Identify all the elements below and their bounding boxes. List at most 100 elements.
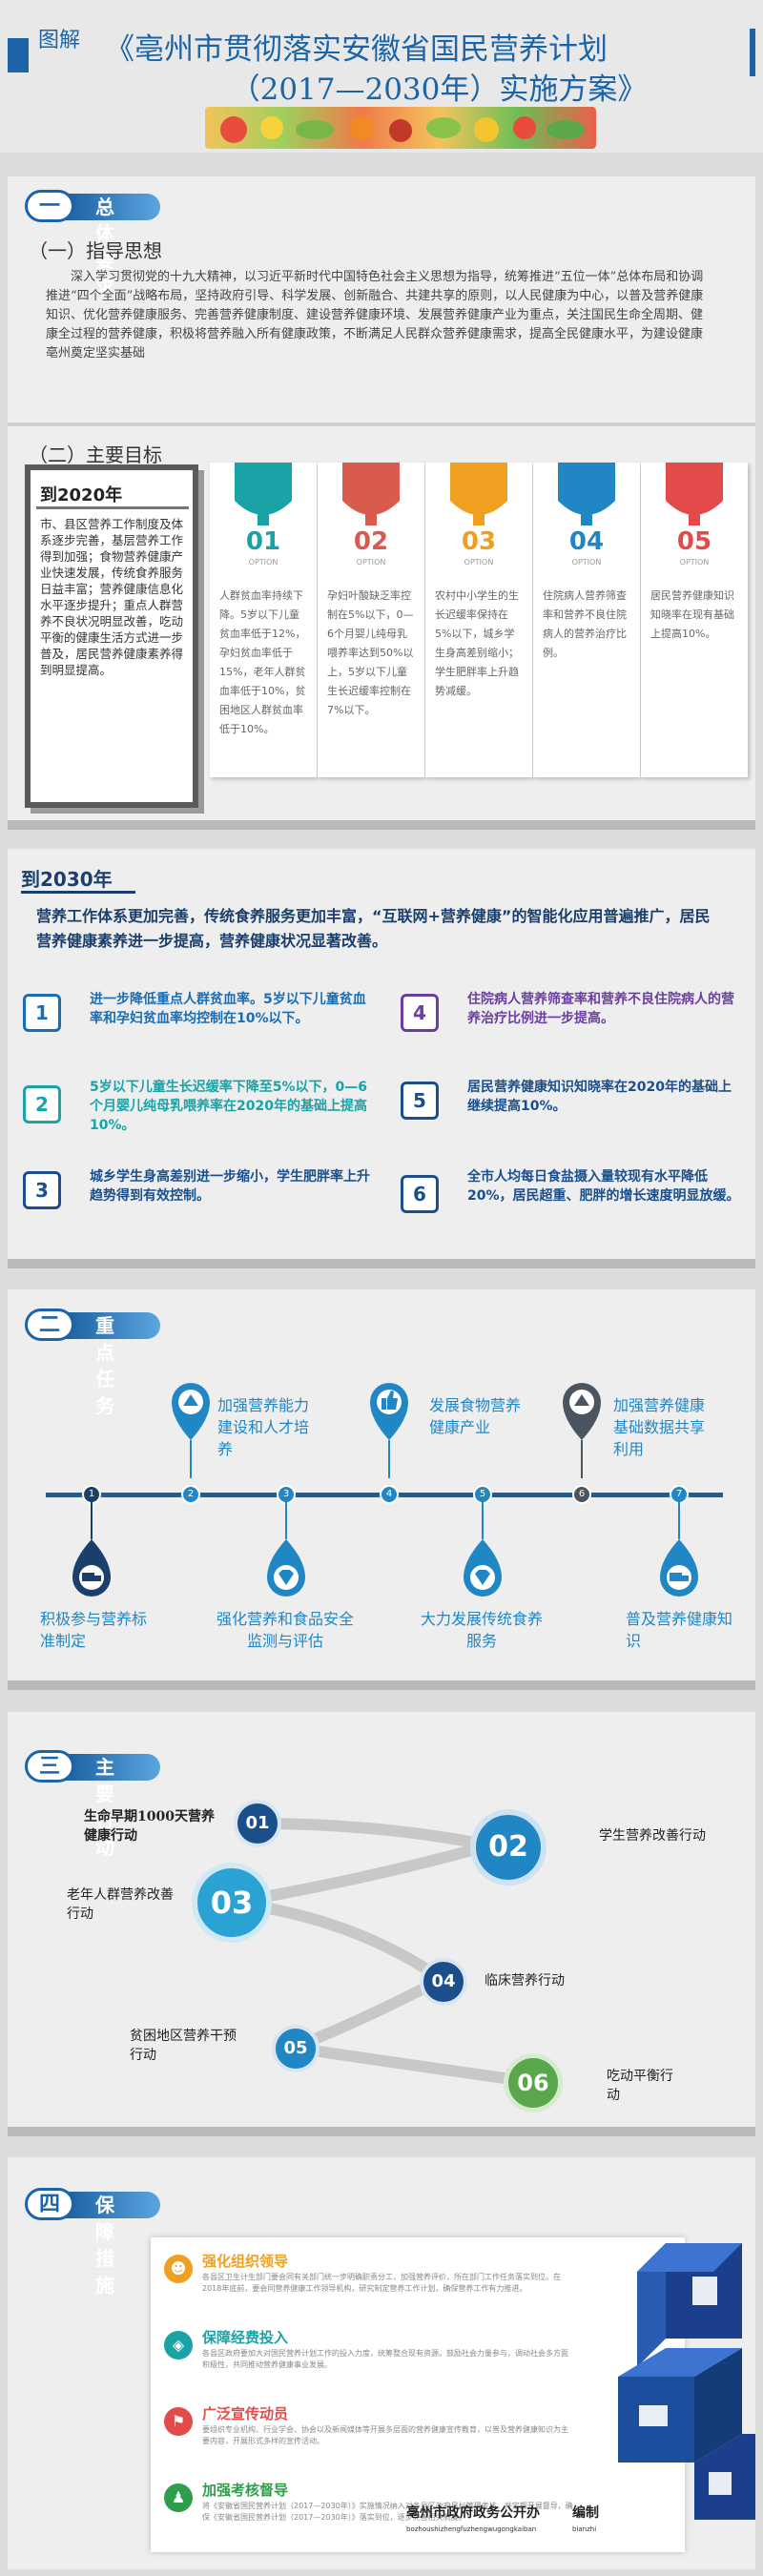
measure-title: 强化组织领导	[202, 2253, 289, 2270]
options-row: 01 OPTION 人群贫血率持续下降。5岁以下儿童贫血率低于12%，孕妇贫血率…	[210, 463, 749, 787]
timeline-dot: 6	[572, 1485, 591, 1504]
section-main-actions: 主要行动 三 01 生命早期1000天营养健康行动 02 学生营养改善行动 03…	[8, 1712, 755, 2136]
top-task-label: 加强营养能力建设和人才培养	[217, 1396, 310, 1458]
item-number-box: 1	[23, 994, 61, 1032]
truck-pin-icon	[660, 1501, 698, 1597]
option-word: OPTION	[248, 558, 278, 567]
option-card: 05 OPTION 居民营养健康知识知晓率在现有基础上提高10%。	[641, 463, 748, 777]
action-circle: 04	[420, 1958, 467, 2006]
action-number: 06	[517, 2070, 549, 2096]
cubes-illustration-icon	[618, 2243, 755, 2520]
section-goal-2030: 到2030年 营养工作体系更加完善，传统食养服务更加丰富，“互联网+营养健康”的…	[8, 849, 755, 1268]
measure-desc: 将《安徽省国民营养计划（2017—2030年）》实施情况纳入对各县区政府目标管理…	[202, 2502, 573, 2522]
option-card: 02 OPTION 孕妇叶酸缺乏率控制在5%以下，0—6个月婴儿纯母乳喂养率达到…	[318, 463, 424, 777]
timeline-num: 5	[479, 1489, 486, 1499]
main-goals-title: （二）主要目标	[29, 443, 162, 466]
food-illustration-icon	[220, 115, 585, 143]
section4-number: 四	[25, 2188, 74, 2220]
item-number-box: 5	[401, 1082, 439, 1120]
option-text: 居民营养健康知识知晓率在现有基础上提高10%。	[650, 589, 734, 640]
goal-2030-underline	[21, 891, 135, 894]
measure-item: ♟ 加强考核督导 将《安徽省国民营养计划（2017—2030年）》实施情况纳入对…	[164, 2480, 574, 2546]
item-number: 3	[35, 1179, 49, 1202]
option-ribbon-icon	[235, 463, 292, 526]
action-label: 临床营养行动	[485, 1973, 565, 1989]
page-title-line2: （2017—2030年）实施方案》	[230, 72, 648, 107]
goal-2020-card: 到2020年 市、县区营养工作制度及体系逐步完善，基层营养工作得到加强；食物营养…	[25, 464, 198, 808]
building-icon: ⚑	[164, 2407, 193, 2436]
timeline-dot: 4	[380, 1485, 399, 1504]
diamond-pin-icon	[267, 1501, 305, 1597]
item-number-box: 3	[23, 1171, 61, 1209]
option-card: 01 OPTION 人群贫血率持续下降。5岁以下儿童贫血率低于12%，孕妇贫血率…	[210, 463, 317, 777]
timeline-num: 7	[675, 1489, 683, 1499]
option-ribbon-icon	[342, 463, 400, 526]
section1-title: 总体要求	[63, 194, 160, 299]
section-general-requirements: 总体要求 一 （一）指导思想 深入学习贯彻党的十九大精神，以习近平新时代中国特色…	[8, 176, 755, 830]
action-circle: 06	[504, 2053, 563, 2112]
pin-icon	[563, 1383, 601, 1478]
bottom-task-label: 强化营养和食品安全监测与评估	[216, 1610, 354, 1650]
header-accent-bar	[8, 38, 29, 72]
section4-title: 保障措施	[63, 2192, 160, 2297]
team-icon: ♟	[164, 2483, 193, 2512]
action-label: 吃动平衡行动	[607, 2069, 673, 2103]
top-task-label: 发展食物营养健康产业	[429, 1396, 522, 1436]
timeline-dot: 2	[181, 1485, 200, 1504]
item-text: 全市人均每日食盐摄入量较现有水平降低20%，居民超重、肥胖的增长速度明显放缓。	[467, 1169, 740, 1204]
option-ribbon-icon	[666, 463, 723, 526]
item-text: 城乡学生身高差别进一步缩小，学生肥胖率上升趋势得到有效控制。	[90, 1169, 370, 1204]
action-label: 贫困地区营养干预行动	[130, 2029, 237, 2063]
page-title-line1: 《亳州市贯彻落实安徽省国民营养计划	[105, 32, 608, 67]
item-number: 5	[413, 1089, 426, 1112]
item-number-box: 4	[401, 994, 439, 1032]
top-task-label: 加强营养健康基础数据共享利用	[613, 1396, 706, 1458]
timeline-num: 4	[385, 1489, 393, 1499]
goal-2020-underline	[36, 506, 189, 509]
option-word: OPTION	[679, 558, 710, 567]
option-word: OPTION	[464, 558, 494, 567]
section2-title: 重点任务	[63, 1312, 160, 1417]
action-number: 01	[245, 1813, 270, 1833]
bottom-task-label: 积极参与营养标准制定	[40, 1610, 148, 1650]
bottom-task-label: 大力发展传统食养服务	[420, 1610, 543, 1650]
measure-desc: 要组织专业机构、行业学会、协会以及新闻媒体等开展多层面的营养健康宣传教育，以普及…	[202, 2425, 568, 2445]
section3-title: 主要行动	[63, 1754, 160, 1859]
option-ribbon-icon	[558, 463, 615, 526]
item-text: 住院病人营养筛查率和营养不良住院病人的营养治疗比例进一步提高。	[467, 992, 734, 1026]
footer-edit: 编制	[572, 2505, 599, 2521]
goal-2020-label: 到2020年	[40, 485, 123, 505]
header-food-banner	[205, 107, 596, 149]
action-label: 学生营养改善行动	[599, 1828, 706, 1844]
measure-item: ⚑ 广泛宣传动员 要组织专业机构、行业学会、协会以及新闻媒体等开展多层面的营养健…	[164, 2403, 574, 2470]
option-number: 05	[676, 527, 712, 556]
header: 图解 《亳州市贯彻落实安徽省国民营养计划 （2017—2030年）实施方案》	[0, 0, 763, 153]
action-circle: 03	[192, 1863, 272, 1943]
timeline-num: 1	[88, 1489, 95, 1499]
option-card: 03 OPTION 农村中小学生的生长迟缓率保持在5%以下，城乡学生身高差别缩小…	[425, 463, 532, 777]
option-text: 人群贫血率持续下降。5岁以下儿童贫血率低于12%，孕妇贫血率低于15%，老年人群…	[219, 589, 306, 735]
bottom-task-label: 普及营养健康知识	[626, 1610, 733, 1650]
option-word: OPTION	[571, 558, 602, 567]
action-circle: 01	[234, 1800, 281, 1847]
item-number-box: 6	[401, 1175, 439, 1213]
measure-item: ☻ 强化组织领导 各县区卫生计生部门要会同有关部门统一步明确职责分工，加强营养评…	[164, 2251, 574, 2318]
goal-2030-intro: 营养工作体系更加完善，传统食养服务更加丰富，“互联网+营养健康”的智能化应用普遍…	[36, 907, 711, 950]
action-number: 02	[488, 1830, 528, 1864]
item-number: 2	[35, 1093, 49, 1116]
timeline-num: 6	[578, 1489, 586, 1499]
option-text: 住院病人营养筛查率和营养不良住院病人的营养治疗比例。	[543, 589, 627, 659]
option-number: 03	[461, 527, 497, 556]
action-label: 生命早期1000天营养健康行动	[84, 1809, 215, 1844]
action-number: 03	[210, 1885, 254, 1921]
option-text: 孕妇叶酸缺乏率控制在5%以下，0—6个月婴儿纯母乳喂养率达到50%以上，5岁以下…	[327, 589, 414, 716]
guiding-ideology-body: 深入学习贯彻党的十九大精神，以习近平新时代中国特色社会主义思想为指导，统筹推进“…	[46, 270, 704, 361]
divider	[8, 422, 755, 426]
timeline-dot: 5	[473, 1485, 492, 1504]
goal-2020-text: 市、县区营养工作制度及体系逐步完善，基层营养工作得到加强；食物营养健康产业快速发…	[40, 517, 184, 677]
timeline-num: 3	[282, 1489, 290, 1499]
item-text: 5岁以下儿童生长迟缓率下降至5%以下，0—6个月婴儿纯母乳喂养率在2020年的基…	[90, 1080, 367, 1133]
goal-2030-item: 2 5岁以下儿童生长迟缓率下降至5%以下，0—6个月婴儿纯母乳喂养率在2020年…	[23, 1078, 367, 1144]
measure-desc: 各县区卫生计生部门要会同有关部门统一步明确职责分工，加强营养评价，所在部门工作任…	[202, 2273, 561, 2293]
goal-2030-item: 6 全市人均每日食盐摄入量较现有水平降低20%，居民超重、肥胖的增长速度明显放缓…	[401, 1167, 744, 1234]
